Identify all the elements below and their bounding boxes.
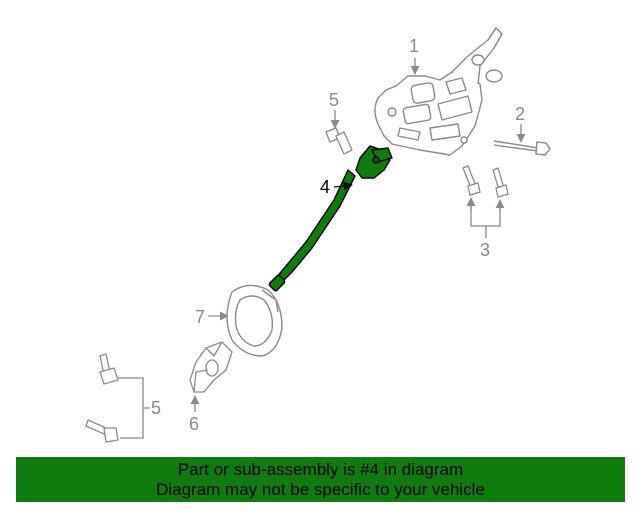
info-banner: Part or sub-assembly is #4 in diagram Di… — [16, 457, 625, 502]
callout-5-top: 5 — [329, 90, 339, 110]
callout-5-bottom: 5 — [151, 398, 161, 418]
callout-7: 7 — [195, 307, 205, 327]
callout-1: 1 — [409, 36, 419, 56]
leader-line-4 — [333, 181, 353, 191]
column-bolt-right — [492, 167, 509, 198]
callout-6: 6 — [189, 414, 199, 434]
intermediate-shaft — [268, 145, 393, 292]
callout-4: 4 — [320, 177, 330, 197]
banner-line-1: Part or sub-assembly is #4 in diagram — [177, 460, 464, 479]
long-bolt — [493, 140, 551, 156]
pinch-bolt-lower-b — [85, 419, 119, 443]
pinch-bolt-top — [325, 127, 353, 155]
column-bolt-left — [462, 165, 481, 196]
lower-u-joint — [189, 341, 233, 393]
steering-column-assembly — [374, 27, 503, 156]
callout-3: 3 — [480, 240, 490, 260]
parts-diagram: 1 2 3 4 5 5 6 7 — [85, 27, 551, 443]
pinch-bolt-lower-a — [99, 353, 119, 385]
banner-line-2: Diagram may not be specific to your vehi… — [156, 480, 485, 499]
steering-boot — [226, 284, 283, 357]
leader-lines — [118, 58, 526, 439]
callout-2: 2 — [515, 104, 525, 124]
